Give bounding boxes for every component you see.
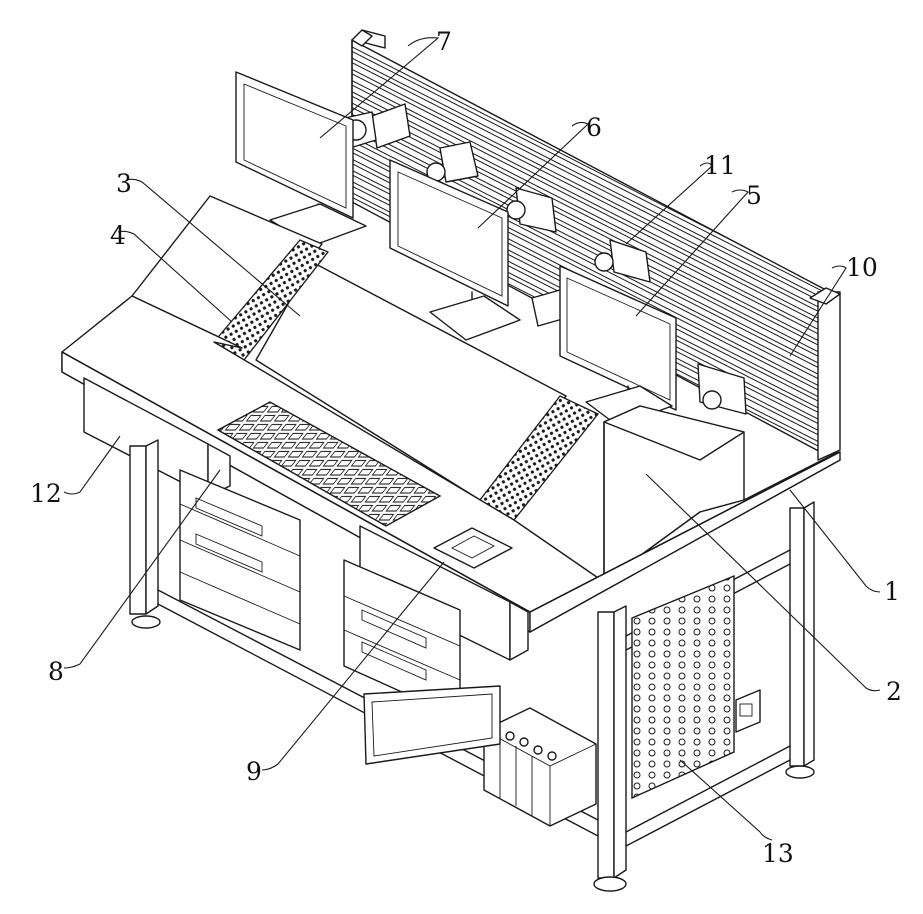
label-9: 9 — [246, 757, 262, 786]
label-1: 1 — [884, 577, 900, 606]
label-6: 6 — [586, 113, 602, 142]
label-3: 3 — [116, 169, 132, 198]
label-12: 12 — [30, 479, 62, 508]
label-10: 10 — [846, 253, 878, 282]
battery-pack — [484, 708, 596, 826]
label-2: 2 — [886, 677, 902, 706]
open-access-panel — [364, 686, 500, 764]
label-11: 11 — [704, 151, 736, 180]
label-7: 7 — [436, 27, 452, 56]
label-8: 8 — [48, 657, 64, 686]
label-13: 13 — [762, 839, 794, 868]
perforated-cabinet — [632, 576, 760, 798]
label-4: 4 — [110, 221, 126, 250]
label-5: 5 — [746, 181, 762, 210]
